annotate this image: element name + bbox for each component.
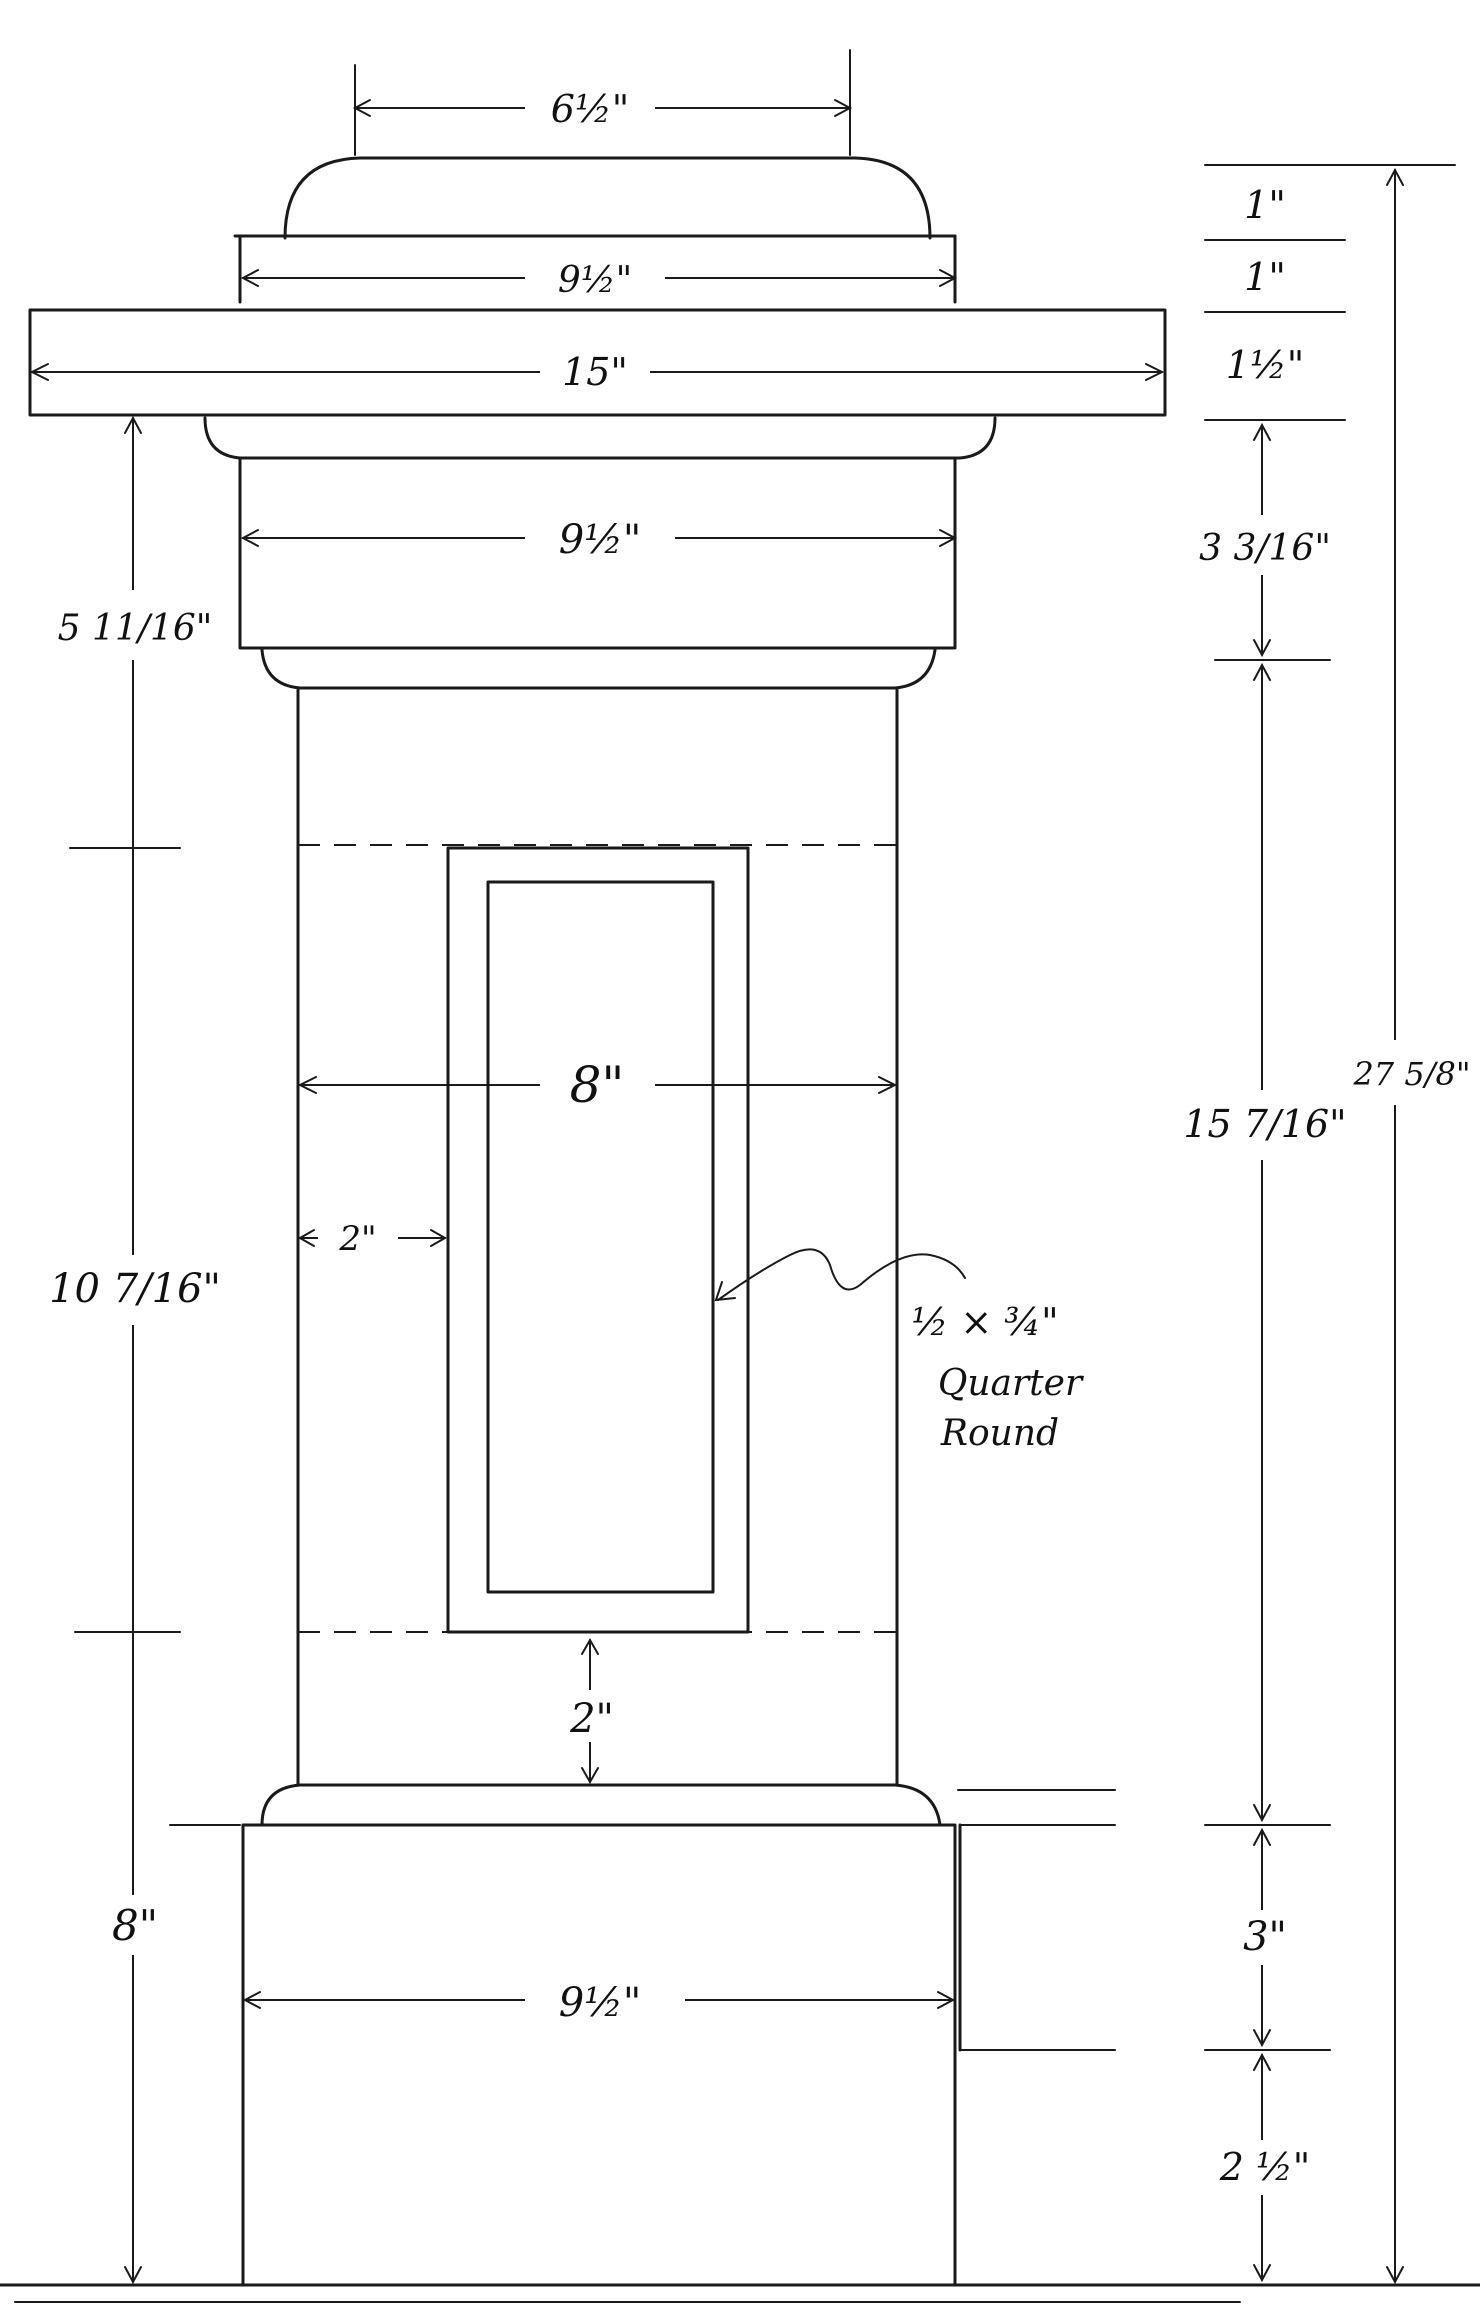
upper-block-bottom-rounding <box>260 648 937 690</box>
arrowhead <box>1253 2264 1271 2283</box>
arrowhead <box>581 1767 599 1785</box>
arrowhead <box>1386 167 1404 186</box>
annotation-leader <box>717 1248 966 1301</box>
arrowhead <box>581 1637 599 1655</box>
arrowhead <box>714 1281 736 1302</box>
arrowhead <box>939 529 958 547</box>
arrowhead <box>937 1991 956 2009</box>
dim-right-cap-1: 1" <box>1244 183 1286 227</box>
dim-base-width: 9½" <box>559 1980 642 2026</box>
dim-right-shaft: 15 7/16" <box>1183 1102 1346 1146</box>
arrowhead <box>1253 2029 1271 2048</box>
arrowhead <box>1253 422 1271 441</box>
dim-right-cap-2: 1" <box>1244 255 1286 299</box>
dim-right-base-upper: 3" <box>1243 1914 1287 1960</box>
arrowhead <box>352 99 371 117</box>
arrowhead <box>834 99 853 117</box>
dim-left-mid-height: 10 7/16" <box>49 1266 221 1312</box>
annotation-quarter: Quarter <box>938 1363 1084 1404</box>
base-top-rounding <box>260 1783 942 1827</box>
dim-cap-top-width: 6½" <box>551 87 630 131</box>
dim-panel-bottom-margin: 2" <box>569 1696 614 1742</box>
dim-right-upper-block: 3 3/16" <box>1199 528 1331 569</box>
arrowhead <box>1253 639 1271 658</box>
arrowhead <box>430 1229 448 1247</box>
arrowhead <box>1386 2266 1404 2285</box>
arrowhead <box>1145 363 1165 381</box>
upper-block <box>238 456 957 650</box>
arrowhead <box>297 1076 317 1094</box>
dim-right-cap-3: 1½" <box>1226 343 1305 387</box>
dim-left-bottom-height: 8" <box>112 1901 158 1950</box>
arrowhead <box>1253 1827 1271 1846</box>
dim-cap-mid-width: 9½" <box>558 260 632 301</box>
annotation-round: Round <box>940 1413 1059 1454</box>
dim-left-top-height: 5 11/16" <box>58 608 213 649</box>
cap-slab <box>28 308 1167 417</box>
slab-bottom-rounding <box>203 416 997 460</box>
top-cap <box>283 156 932 240</box>
dim-overall-height: 27 5/8" <box>1352 1055 1470 1093</box>
arrowhead <box>240 269 259 287</box>
arrowhead <box>240 529 259 547</box>
arrowhead <box>1253 2052 1271 2071</box>
annotation-size: ½ × ¾" <box>911 1300 1058 1344</box>
dim-cap-slab-width: 15" <box>562 350 628 394</box>
arrowhead <box>1253 662 1271 681</box>
panel-inner <box>486 880 715 1594</box>
panel-outer <box>446 846 750 1634</box>
arrowhead <box>124 2266 142 2285</box>
base-block <box>241 1823 957 2287</box>
dim-shaft-width: 8" <box>570 1056 625 1114</box>
arrowhead <box>29 363 49 381</box>
dim-upper-block-width: 9½" <box>559 517 642 563</box>
arrowhead <box>1253 1804 1271 1823</box>
arrowhead <box>124 415 142 434</box>
arrowhead <box>878 1076 898 1094</box>
arrowhead <box>242 1991 261 2009</box>
arrowhead <box>297 1229 315 1247</box>
dim-right-base-lower: 2 ½" <box>1219 2145 1311 2189</box>
dim-panel-side-margin: 2" <box>338 1219 376 1259</box>
arrowhead <box>939 269 958 287</box>
